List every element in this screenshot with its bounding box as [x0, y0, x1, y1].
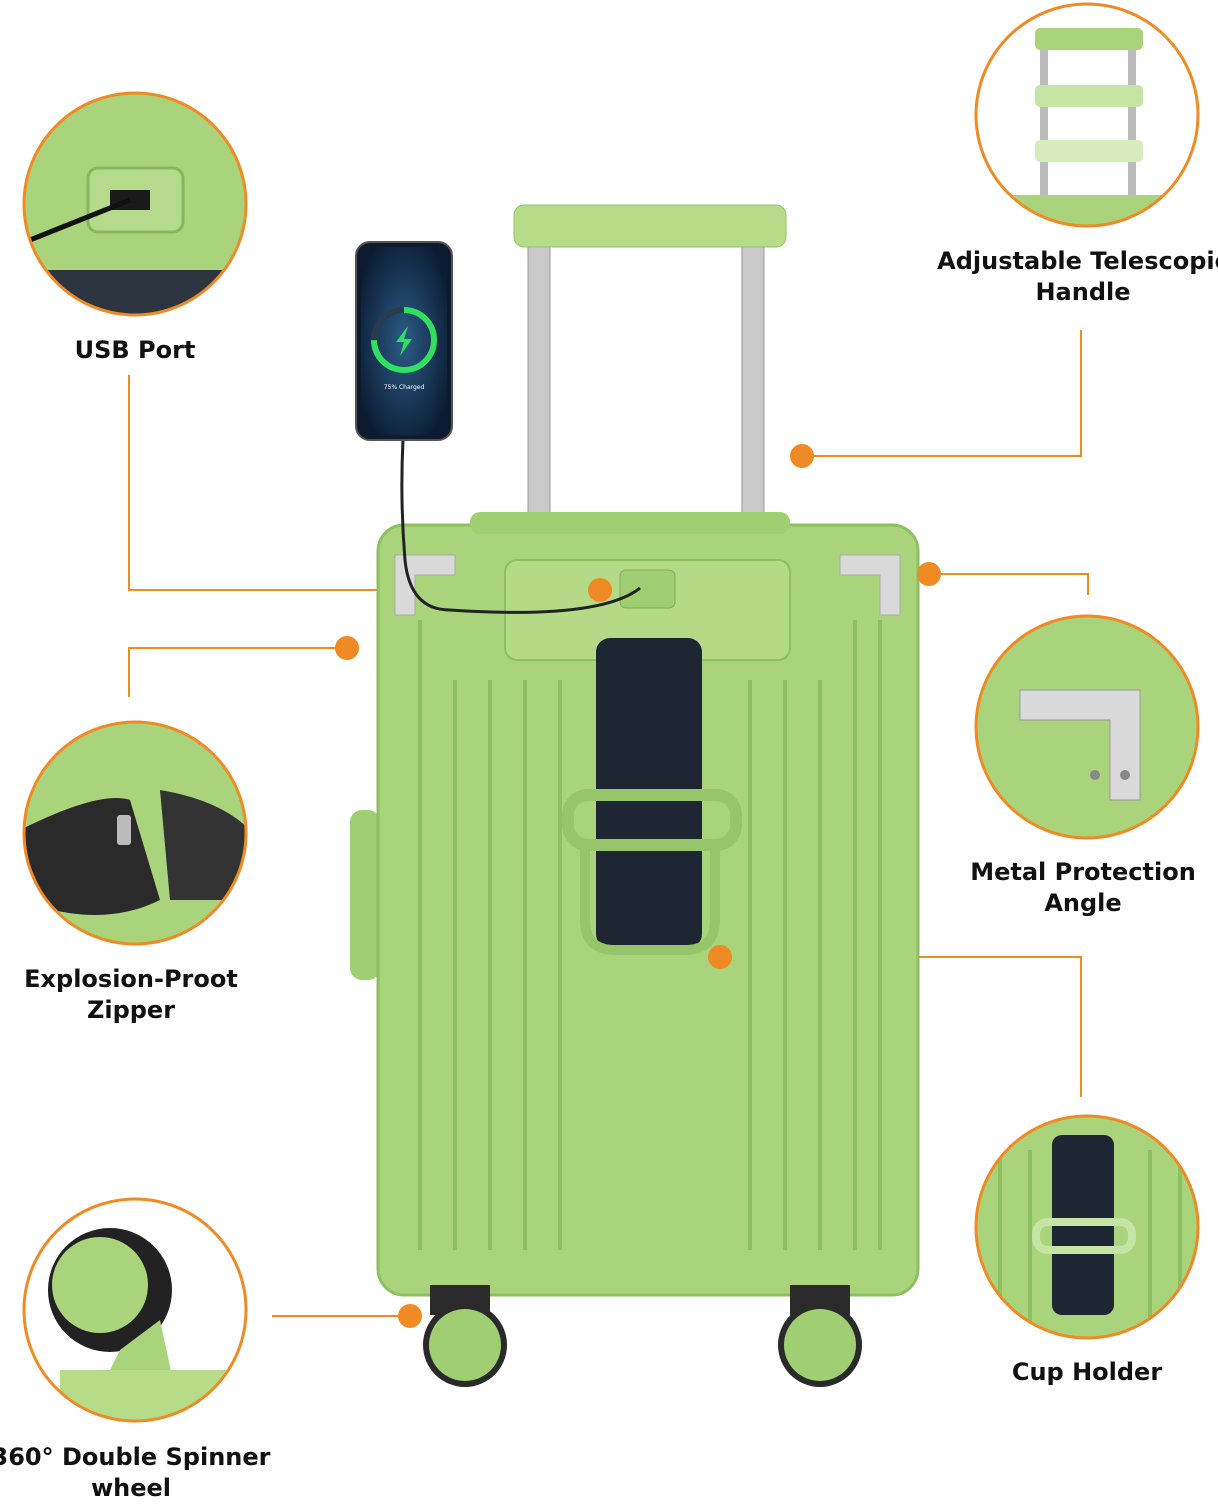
label-telescopic-handle: Adjustable Telescopic Handle: [937, 246, 1218, 308]
label-line: Metal Protection: [970, 858, 1196, 886]
detail-telescopic-handle: [977, 5, 1197, 225]
detail-circle-borders: [22, 2, 1200, 1423]
label-metal-corner: Metal Protection Angle: [970, 857, 1196, 919]
detail-metal-corner: [977, 617, 1197, 837]
label-line: Handle: [1035, 278, 1131, 306]
label-line: wheel: [90, 1474, 172, 1502]
phone-charge-text: 75% Charged: [384, 384, 425, 391]
label-zipper: Explosion-Proot Zipper: [24, 964, 238, 1026]
label-line: Angle: [1044, 889, 1122, 917]
label-cup-holder: Cup Holder: [1012, 1357, 1162, 1388]
label-line: Explosion-Proot: [24, 965, 238, 993]
callout-dots: [335, 444, 941, 1328]
detail-cup-holder: [977, 1117, 1197, 1337]
label-spinner-wheel: 360° Double Spinner wheel: [0, 1442, 270, 1504]
detail-spinner-wheel: [25, 1200, 245, 1420]
label-line: Adjustable Telescopic: [937, 247, 1218, 275]
label-line: 360° Double Spinner: [0, 1443, 271, 1471]
label-line: Cup Holder: [1011, 1358, 1163, 1386]
phone: 75% Charged: [355, 241, 641, 614]
label-line: Zipper: [86, 996, 176, 1024]
suitcase: [350, 204, 920, 1387]
detail-zipper: [25, 723, 245, 943]
label-line: USB Port: [74, 336, 196, 364]
label-usb-port: USB Port: [75, 335, 196, 366]
